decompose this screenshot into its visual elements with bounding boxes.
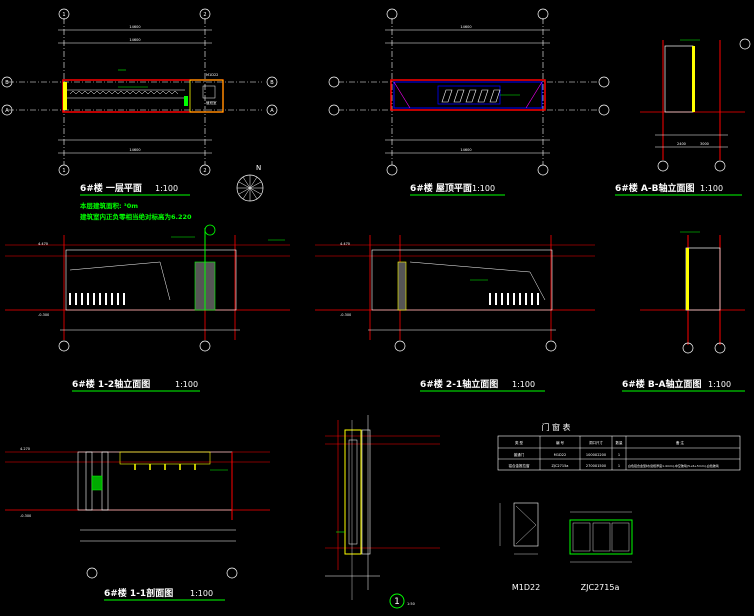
detail-number: 1 — [394, 597, 400, 607]
door-elevation-m1d22: M1D22 — [499, 502, 540, 592]
level-text: -0.300 — [340, 313, 351, 317]
detail-1: 1 1:50 — [325, 415, 440, 609]
window-elevation-zjc2715a: ZJC2715a — [569, 511, 633, 592]
schedule-cell: 白色铝合金型材(窗框厚度1.4mm),中空玻璃(5+6+5mm),白色玻璃 — [628, 463, 719, 468]
drawing-scale: 1:100 — [708, 380, 731, 389]
area-note: 本层建筑面积: ³0m — [80, 201, 138, 210]
detail-marker-icon — [389, 593, 405, 609]
schedule-header: 数量 — [616, 440, 624, 445]
schedule-header: 洞口尺寸 — [589, 440, 603, 445]
door-window-schedule: 门 窗 表 类 型 编 号 洞口尺寸 数量 备 注 普通门 M1D22 1000… — [497, 422, 741, 471]
detail-scale: 1:50 — [407, 602, 415, 606]
axis-label: A — [5, 108, 9, 114]
axis-label: B — [270, 80, 274, 86]
drawing-scale: 1:100 — [175, 380, 198, 389]
level-text: -0.300 — [38, 313, 49, 317]
schedule-cell: 1000X2200 — [586, 453, 606, 457]
drawing-title: 6#楼 1-2轴立面图 — [72, 378, 150, 390]
plan-roof: 14600 14600 6#楼 屋顶平面 1:100 — [328, 8, 610, 196]
door-tag: M1D22 — [206, 73, 218, 77]
dim-text: 14600 — [129, 25, 140, 29]
level-text: -0.300 — [20, 514, 31, 518]
drawing-title: 6#楼 屋顶平面 — [410, 182, 472, 194]
schedule-header: 编 号 — [556, 440, 565, 445]
dim-text: 3000 — [700, 142, 709, 146]
schedule-cell: 1 — [618, 464, 620, 468]
section-1-1: 4.270 -0.300 6#楼 1-1剖面图 1:100 — [5, 447, 270, 601]
axis-label: B — [5, 80, 9, 86]
axis-label: 2 — [203, 168, 206, 174]
drawing-scale: 1:100 — [512, 380, 535, 389]
schedule-title: 门 窗 表 — [541, 422, 570, 432]
dim-text: 14600 — [460, 25, 471, 29]
north-arrow-icon: N — [236, 164, 264, 202]
schedule-cell: 2700X1500 — [586, 464, 606, 468]
drawing-scale: 1:100 — [472, 184, 495, 193]
elevation-a-b: 2400 3000 6#楼 A-B轴立面图 1:100 — [615, 38, 751, 196]
svg-text:N: N — [256, 164, 261, 172]
elevation-1-2: 4.470 -0.300 6#楼 1-2轴立面图 1:100 — [5, 224, 290, 392]
room-label: 值班室 — [206, 100, 217, 105]
drawing-title: 6#楼 一层平面 — [80, 182, 142, 194]
axis-label: A — [270, 108, 274, 114]
drawing-title: 6#楼 1-1剖面图 — [104, 587, 173, 599]
elevation-note: 建筑室内正负零相当绝对标高为6.220 — [79, 212, 192, 221]
elevation-2-1: 4.470 -0.300 6#楼 2-1轴立面图 1:100 — [315, 235, 595, 392]
drawing-scale: 1:100 — [700, 184, 723, 193]
dim-text: 14600 — [460, 148, 471, 152]
drawing-scale: 1:100 — [190, 589, 213, 598]
level-text: 4.470 — [38, 242, 48, 246]
axis-label: 1 — [62, 12, 65, 18]
axis-label: 1 — [62, 168, 65, 174]
axis-label: 2 — [203, 12, 206, 18]
schedule-header: 类 型 — [515, 440, 524, 445]
dim-text: 14600 — [129, 38, 140, 42]
schedule-cell: M1D22 — [554, 453, 566, 457]
drawing-title: 6#楼 A-B轴立面图 — [615, 182, 695, 194]
schedule-cell: 铝合金推拉窗 — [509, 463, 530, 468]
level-text: 4.270 — [20, 447, 30, 451]
drawing-title: 6#楼 2-1轴立面图 — [420, 378, 498, 390]
schedule-cell: ZJC2715a — [552, 464, 569, 468]
drawing-title: 6#楼 B-A轴立面图 — [622, 378, 702, 390]
level-text: 4.470 — [340, 242, 350, 246]
schedule-cell: 普通门 — [514, 452, 525, 457]
dim-text: 2400 — [677, 142, 686, 146]
dim-text: 14600 — [129, 148, 140, 152]
elevation-b-a: 6#楼 B-A轴立面图 1:100 — [622, 231, 745, 392]
drawing-scale: 1:100 — [155, 184, 178, 193]
schedule-header: 备 注 — [676, 440, 685, 445]
schedule-cell: 1 — [618, 453, 620, 457]
plan-first-floor: 1 2 1 2 B A B A 14600 14600 14600 M1D22 — [1, 8, 278, 221]
window-label: ZJC2715a — [581, 583, 620, 592]
door-label: M1D22 — [512, 583, 540, 592]
